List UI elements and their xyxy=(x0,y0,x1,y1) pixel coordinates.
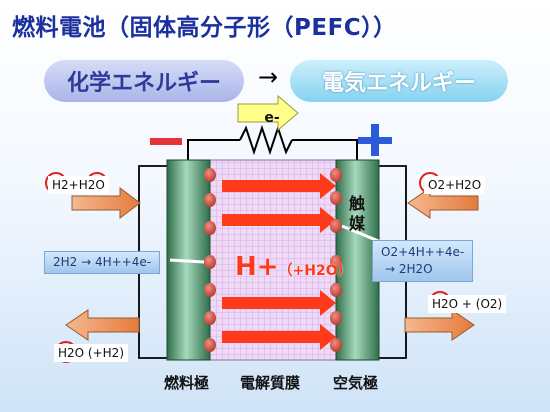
electron-text: e- xyxy=(264,110,280,126)
cathode-reaction-line2: → 2H2O xyxy=(385,262,433,276)
cathode-catalyst-dots xyxy=(330,168,342,352)
anode-reaction-box: 2H2 → 4H++4e- xyxy=(44,251,161,274)
hydrogen-inlet-arrow xyxy=(71,187,141,219)
conversion-arrow: → xyxy=(257,63,279,91)
electron-label: e- xyxy=(257,110,287,126)
page-title: 燃料電池（固体高分子形（PEFC）） xyxy=(12,15,397,41)
cathode-output-label: H2O + (O2) xyxy=(428,295,507,313)
anode-catalyst-dots xyxy=(204,168,216,352)
catalyst-char-2: 媒 xyxy=(349,214,366,233)
proton-ion: H+ xyxy=(235,252,279,282)
cathode-reaction-line1: O2+4H++4e- xyxy=(381,245,465,259)
water-anode-outlet-arrow xyxy=(65,309,140,341)
label-fuel-electrode: 燃料極 xyxy=(164,374,210,392)
plus-sign xyxy=(358,124,392,156)
minus-sign xyxy=(150,138,182,145)
electron-flow-arrow xyxy=(237,94,299,132)
proton-water-note: （+H2O） xyxy=(278,263,352,279)
cathode-input-label: O2+H2O xyxy=(424,176,486,194)
proton-flow-arrows xyxy=(222,173,336,350)
cathode-reaction-box: O2+4H++4e- → 2H2O xyxy=(372,240,474,282)
label-electrolyte-membrane: 電解質膜 xyxy=(240,374,301,392)
proton-label: H+（+H2O） xyxy=(235,252,352,282)
chemical-energy-pill: 化学エネルギー xyxy=(44,60,244,102)
external-circuit xyxy=(187,124,358,160)
water-cathode-outlet-arrow xyxy=(404,309,475,341)
electric-energy-pill: 電気エネルギー xyxy=(290,60,508,102)
cathode-electrode xyxy=(335,159,380,361)
label-air-electrode: 空気極 xyxy=(333,374,379,392)
oxygen-inlet-arrow xyxy=(407,187,479,219)
anode-output-label: H2O (+H2) xyxy=(54,344,128,362)
catalyst-char-1: 触 xyxy=(349,194,366,213)
anode-input-label: H2+H2O xyxy=(48,176,109,194)
